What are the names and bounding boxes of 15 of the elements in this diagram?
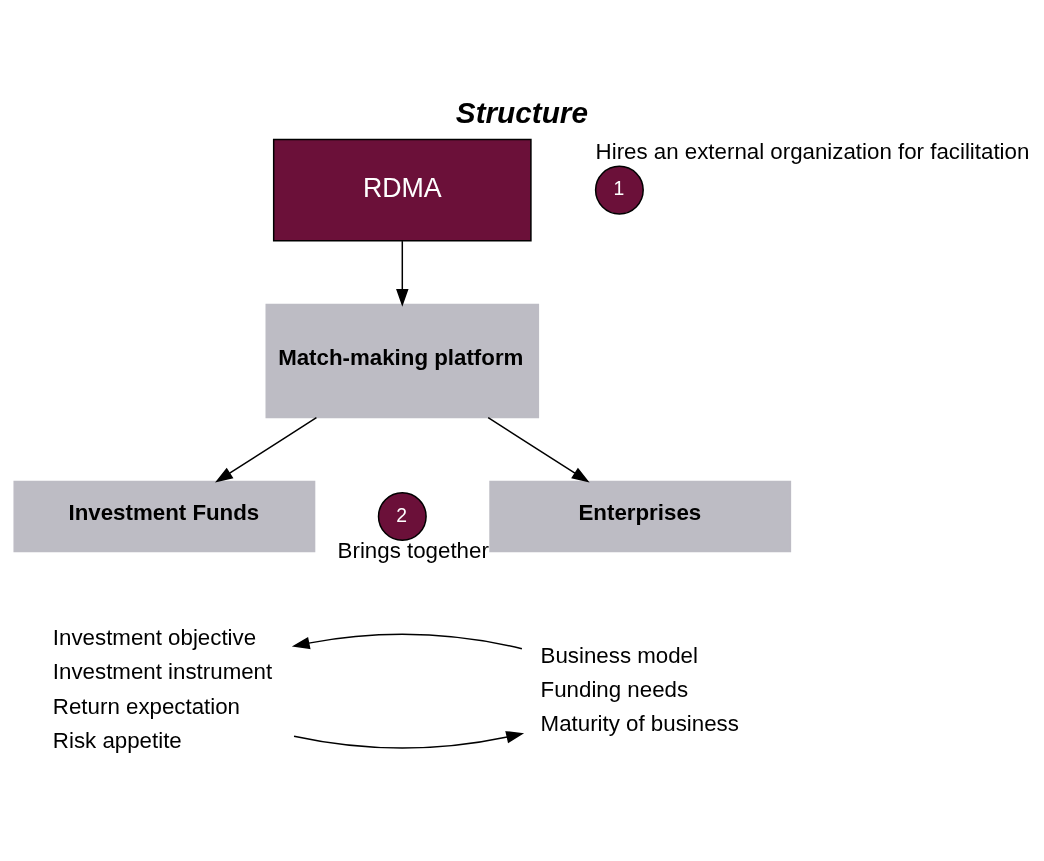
arrow bbox=[487, 416, 590, 483]
node-text: Business model Funding needs Maturity of business bbox=[540, 642, 739, 736]
arrow bbox=[291, 633, 523, 649]
node-label: Hires an external organization for facilitation bbox=[595, 138, 1030, 164]
arrow bbox=[215, 416, 318, 483]
node-box: RDMA bbox=[272, 138, 532, 241]
node-circle: 1 bbox=[594, 165, 644, 215]
node-text: Investment objective Investment instrument Return expectation Risk appetite bbox=[52, 624, 273, 753]
node-circle: 2 bbox=[377, 491, 427, 541]
arrow bbox=[293, 730, 525, 749]
node-box: Enterprises bbox=[489, 480, 792, 552]
arrow bbox=[396, 239, 409, 307]
node-box: Match-making platform bbox=[265, 303, 540, 418]
diagram-title: Structure bbox=[455, 95, 588, 129]
node-box: Investment Funds bbox=[13, 480, 316, 552]
